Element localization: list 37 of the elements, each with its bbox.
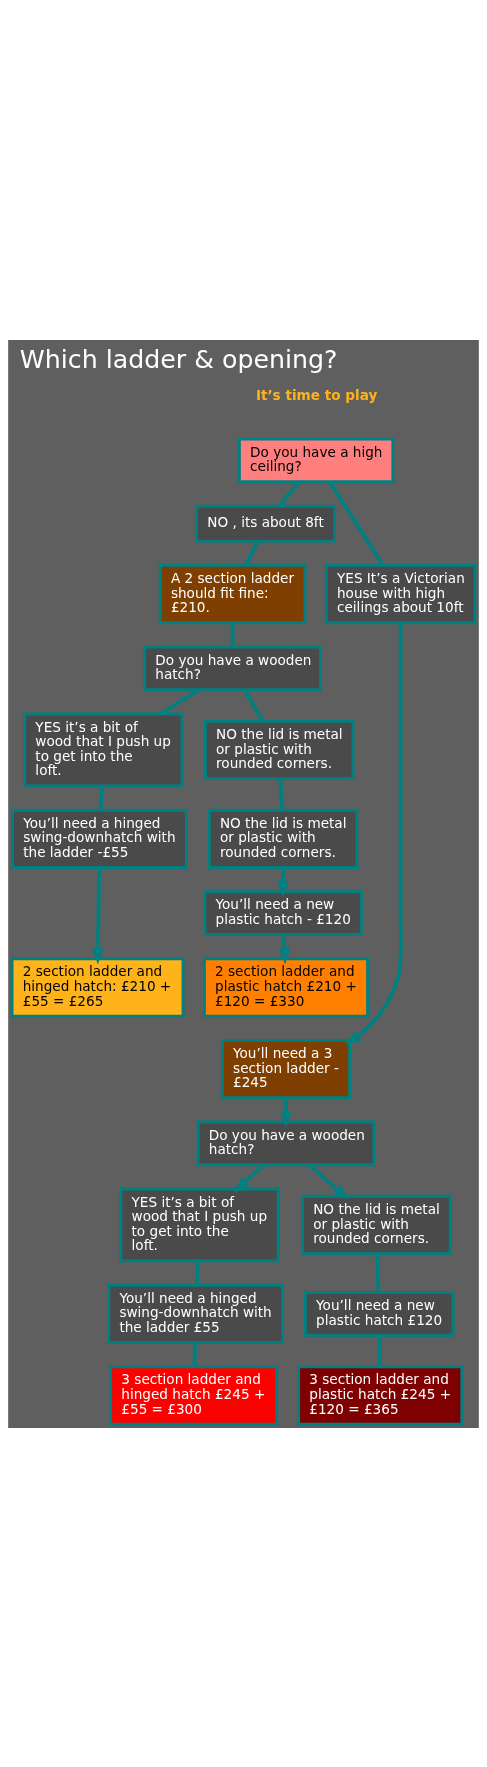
node-box: A 2 section ladder should fit fine: £210. <box>158 563 307 624</box>
connector <box>242 688 265 722</box>
node-box: Do you have a wooden hatch? <box>143 645 322 691</box>
node-box: Do you have a high ceiling? <box>237 437 395 483</box>
node-box: You’ll need a hinged swing-downhatch with the ladder £55 <box>107 1283 285 1344</box>
connector <box>244 539 260 566</box>
arrow <box>92 867 104 965</box>
connector <box>375 1253 381 1292</box>
connector <box>277 480 301 507</box>
node-box: NO the lid is metal or plastic with rounded corners. <box>207 808 359 869</box>
node-box: NO the lid is metal or plastic with rounded corners. <box>203 719 355 780</box>
connector <box>230 622 235 647</box>
node-box: You’ll need a new plastic hatch - £120 <box>203 889 363 936</box>
node-box: NO the lid is metal or plastic with rounded corners. <box>301 1194 452 1255</box>
connector <box>192 1342 197 1367</box>
label: It’s time to play <box>255 386 378 403</box>
node-box: You’ll need a 3 section ladder - £245 <box>220 1038 352 1099</box>
node-box: You’ll need a new plastic hatch £120 <box>303 1290 455 1337</box>
connector <box>327 480 385 566</box>
node-box: YES it’s a bit of wood that I push up to get into the loft. <box>23 712 184 787</box>
node-box: 2 section ladder and hinged hatch: £210 + £55 = £265 <box>10 956 185 1018</box>
node-box: 3 section ladder and hinged hatch £245 + £55 = £300 <box>109 1364 279 1426</box>
node-box: 3 section ladder and plastic hatch £245 + £120 = £365 <box>297 1364 464 1426</box>
connector <box>278 778 284 810</box>
connector <box>194 1260 200 1285</box>
node-box: NO , its about 8ft <box>195 504 337 543</box>
node-box: Do you have a wooden hatch? <box>196 1120 376 1166</box>
arrow <box>344 622 403 1045</box>
arrow <box>278 934 291 964</box>
node-box: YES it’s a bit of wood that I push up to get into the loft. <box>119 1187 280 1262</box>
diagram-title: Which ladder & opening? <box>19 344 338 374</box>
node-box: 2 section ladder and plastic hatch £210 + £120 = £330 <box>202 956 370 1018</box>
node-box: YES It’s a Victorian house with high ceilings about 10ft <box>324 563 477 624</box>
connector <box>98 785 104 810</box>
node-box: You’ll need a hinged swing-downhatch with the ladder -£55 <box>11 808 188 869</box>
connector <box>377 1334 382 1367</box>
connector <box>159 687 201 715</box>
